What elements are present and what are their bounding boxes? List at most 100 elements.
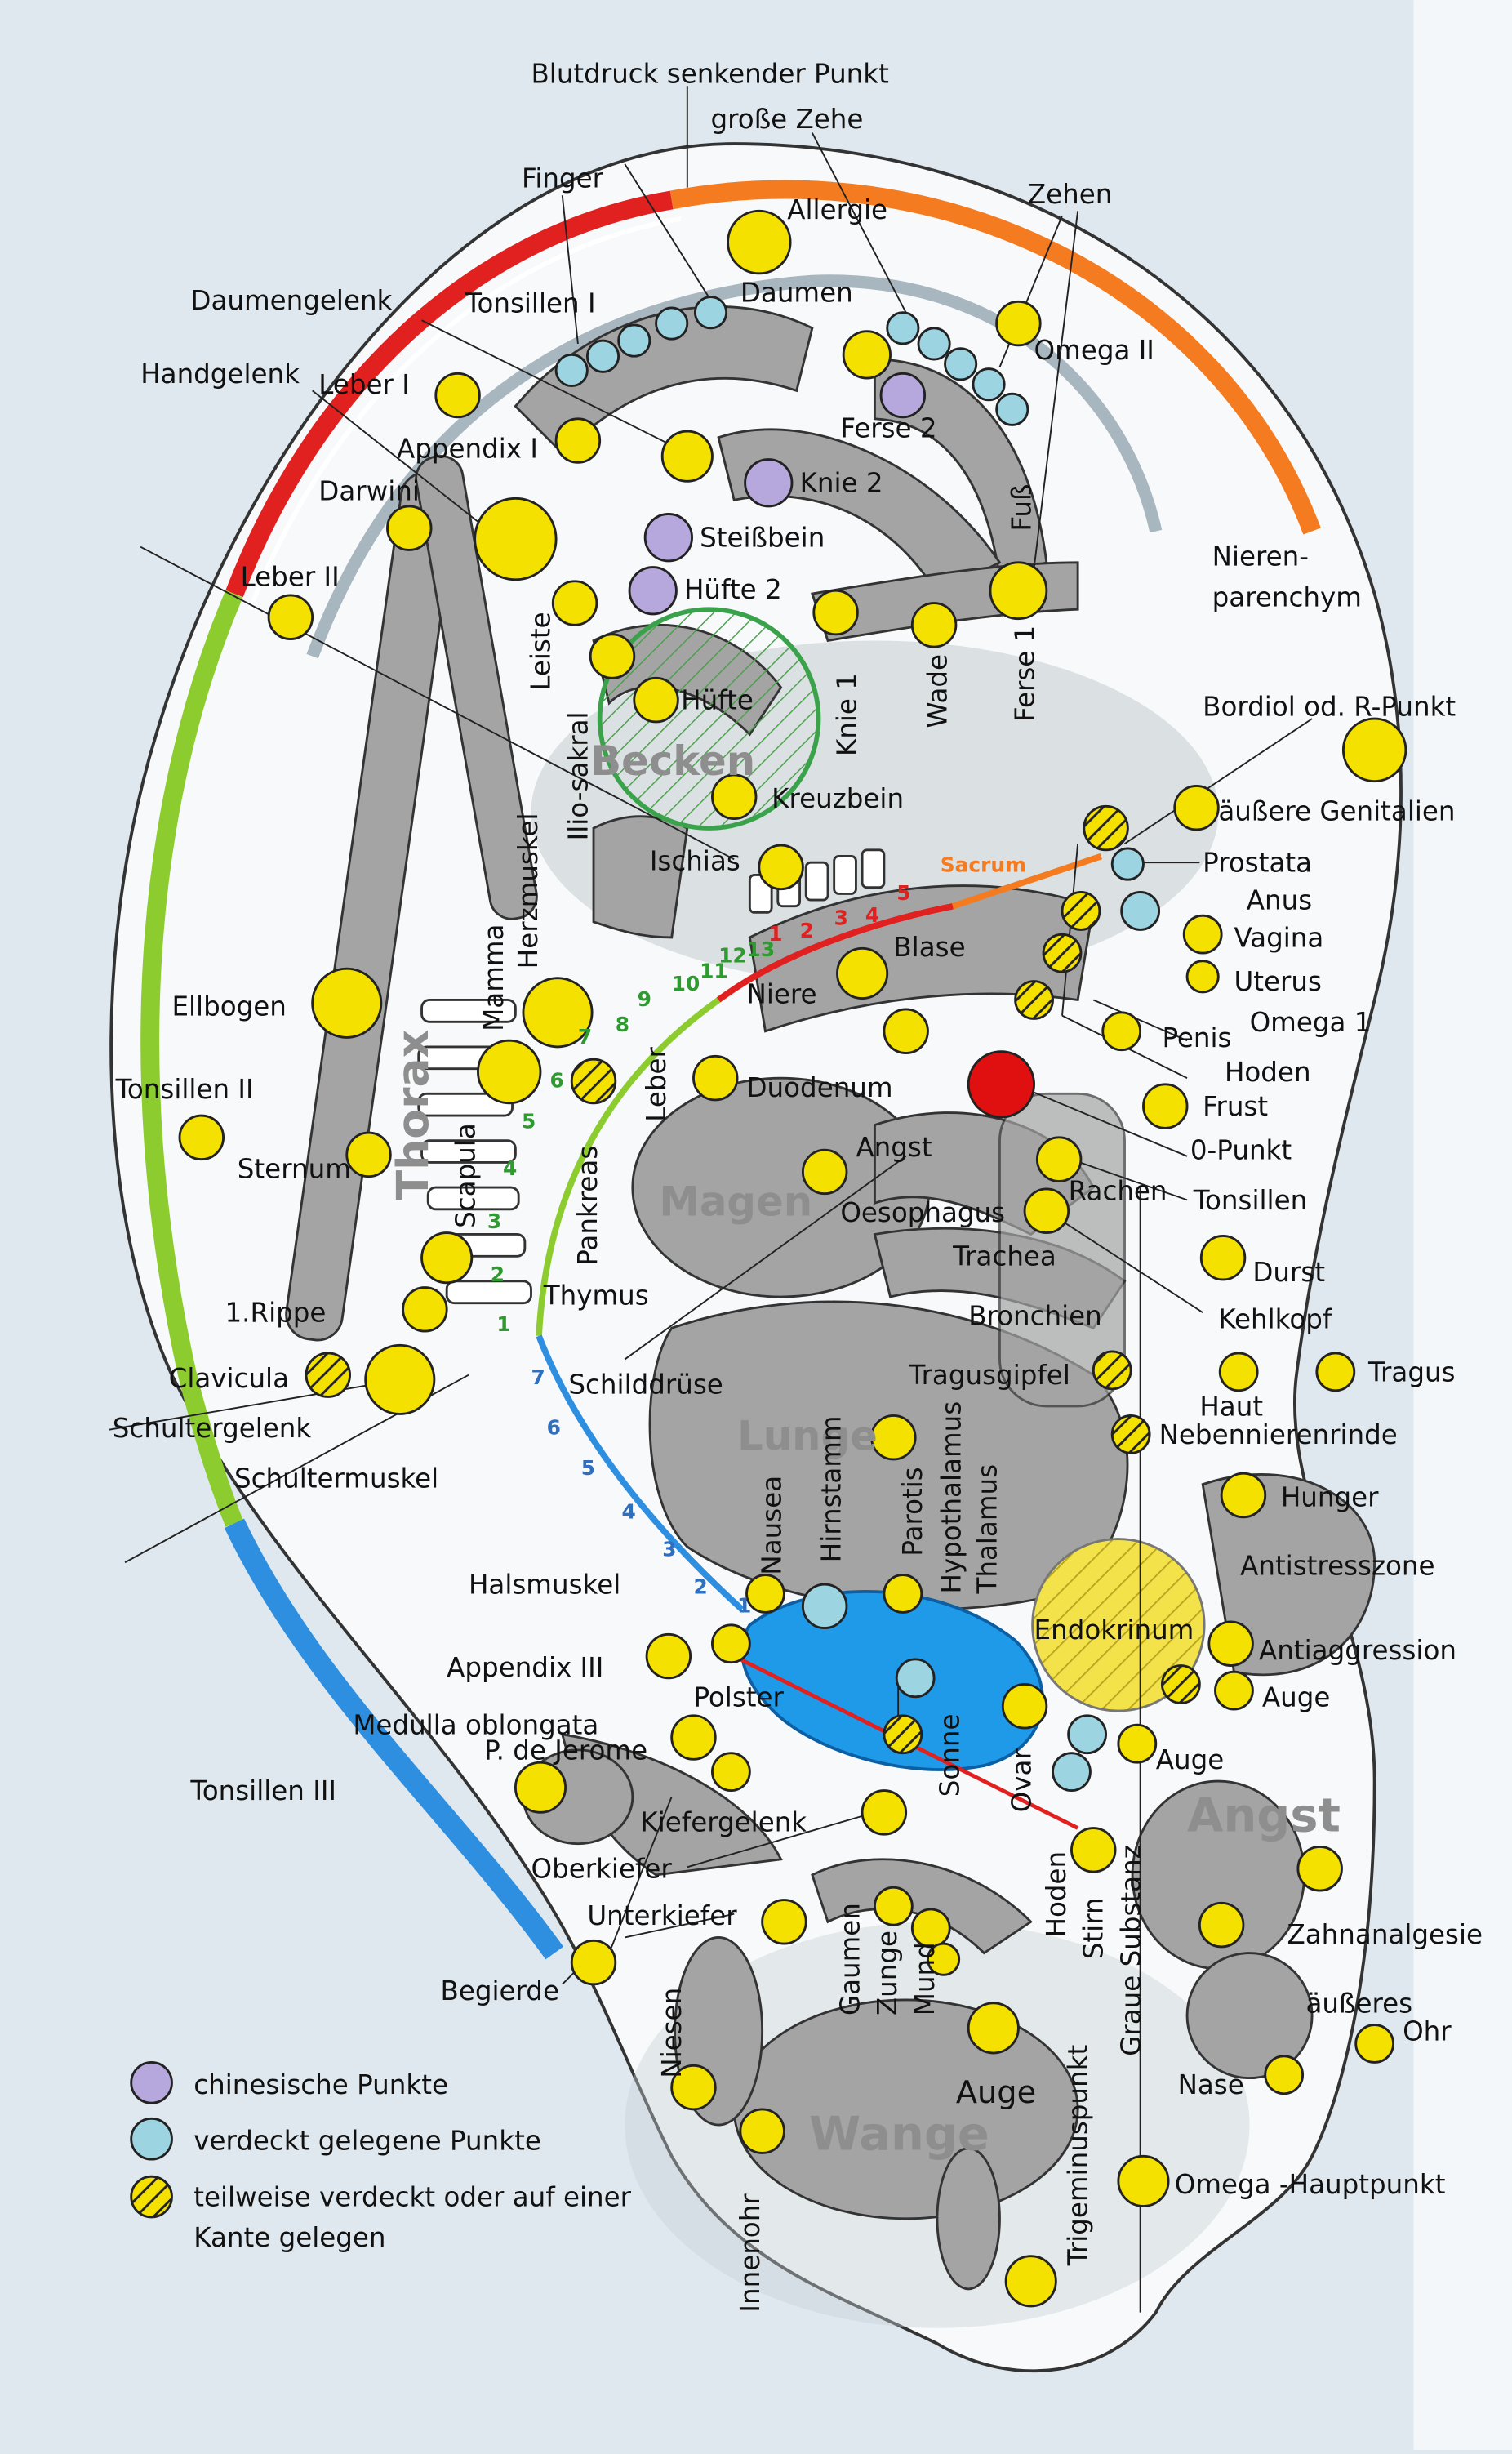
- point-huefte-b: [634, 678, 678, 722]
- label-daumengelenk: Daumengelenk: [190, 285, 392, 316]
- label-thalamus: Thalamus: [972, 1464, 1003, 1595]
- cervical-number: 1: [737, 1593, 751, 1617]
- point-lunge: [872, 1415, 916, 1459]
- point-steissbein: [645, 514, 692, 560]
- label-ellbogen: Ellbogen: [171, 991, 286, 1022]
- legend-partial-swatch: [131, 2176, 172, 2217]
- label-angst-small: Angst: [856, 1132, 932, 1163]
- label-leber-1: Leber I: [318, 369, 410, 400]
- label-bronchien: Bronchien: [968, 1300, 1102, 1331]
- point-frust: [1143, 1084, 1187, 1129]
- point-antiaggression-hatch: [1162, 1666, 1199, 1704]
- point-omega-1: [1016, 982, 1053, 1019]
- point-anus-hatch: [1062, 892, 1100, 929]
- rib-number: 6: [549, 1069, 563, 1093]
- label-omega-1: Omega 1: [1250, 1007, 1372, 1038]
- label-ferse-2: Ferse 2: [840, 413, 936, 444]
- point-finger-row-c: [656, 308, 687, 339]
- label-huefte-2: Hüfte 2: [684, 574, 782, 605]
- label-schultergelenk: Schultergelenk: [113, 1413, 312, 1444]
- point-hunger: [1221, 1473, 1265, 1517]
- label-appendix-1: Appendix I: [397, 434, 538, 465]
- point-hypo-y: [1003, 1684, 1047, 1728]
- point-daumen-row-d: [973, 369, 1004, 400]
- label-handgelenk: Handgelenk: [140, 359, 300, 390]
- label-wade: Wade: [922, 654, 953, 728]
- label-ilio-sakral: Ilio-sakral: [563, 711, 594, 840]
- point-haut: [1220, 1353, 1257, 1391]
- point-finger-row-d: [695, 297, 726, 328]
- point-tragus: [1317, 1353, 1354, 1391]
- label-fuss: Fuß: [1007, 484, 1038, 532]
- label-mund: Mund: [909, 1942, 941, 2015]
- label-kehlkopf: Kehlkopf: [1218, 1303, 1333, 1334]
- sacral-number: 5: [896, 881, 910, 905]
- label-kiefergelenk: Kiefergelenk: [640, 1806, 807, 1837]
- label-oesophagus: Oesophagus: [840, 1197, 1005, 1228]
- rib-number: 2: [491, 1263, 505, 1286]
- point-stirn: [1071, 1828, 1115, 1873]
- legend-chinese-swatch: [131, 2062, 172, 2103]
- label-schilddruese: Schilddrüse: [568, 1370, 723, 1401]
- label-tonsillen-2: Tonsillen II: [115, 1074, 254, 1105]
- label-nase: Nase: [1178, 2069, 1244, 2100]
- label-daumen: Daumen: [740, 277, 853, 308]
- cervical-number: 3: [662, 1538, 676, 1561]
- cervical-number: 4: [621, 1500, 635, 1524]
- point-leber-2: [269, 595, 313, 639]
- point-schultergelenk: [366, 1345, 434, 1414]
- label-anus: Anus: [1247, 885, 1312, 916]
- point-scapula: [422, 1233, 472, 1283]
- label-o-punkt: 0-Punkt: [1190, 1135, 1292, 1166]
- label-niere: Niere: [747, 978, 817, 1009]
- point-ferse-2: [881, 373, 925, 417]
- point-aeusseres-ohr: [1356, 2025, 1394, 2063]
- label-begierde: Begierde: [441, 1975, 559, 2006]
- legend-hidden-swatch: [131, 2118, 172, 2159]
- point-wade: [912, 603, 956, 648]
- point-duodenum: [693, 1056, 737, 1100]
- label-finger: Finger: [522, 163, 604, 194]
- label-tragus: Tragus: [1367, 1356, 1456, 1387]
- label-stirn: Stirn: [1078, 1897, 1110, 1959]
- label-knie-2: Knie 2: [800, 468, 883, 499]
- point-auge-r2: [1118, 1725, 1156, 1762]
- point-niesen-b: [740, 2109, 785, 2153]
- point-leiste: [553, 581, 597, 626]
- label-tonsillen-1: Tonsillen I: [465, 288, 595, 319]
- label-mamma: Mamma: [478, 924, 509, 1031]
- point-parotis: [884, 1575, 922, 1613]
- label-nierenparenchym-2: parenchym: [1212, 581, 1362, 612]
- point-blase: [837, 948, 887, 998]
- label-huefte: Hüfte: [681, 685, 754, 716]
- label-wange: Wange: [809, 2107, 989, 2162]
- point-herzmuskel-hatch: [571, 1059, 616, 1103]
- label-kreuzbein: Kreuzbein: [772, 783, 904, 814]
- label-zunge: Zunge: [872, 1931, 903, 2015]
- point-durst: [1201, 1236, 1245, 1280]
- label-graue-substanz: Graue Substanz: [1116, 1845, 1147, 2056]
- point-bordiol: [1343, 719, 1406, 782]
- point-appendix-1: [556, 419, 600, 463]
- point-ischias: [759, 845, 803, 889]
- legend-hidden-label: verdeckt gelegene Punkte: [193, 2126, 541, 2157]
- legend-partial-label-2: Kante gelegen: [193, 2222, 385, 2253]
- point-tonsillen-3: [515, 1762, 565, 1812]
- point-daumen-row-b: [918, 328, 949, 359]
- label-thorax: Thorax: [387, 1030, 438, 1200]
- label-duodenum: Duodenum: [747, 1072, 893, 1103]
- sacral-number: 3: [834, 906, 848, 930]
- label-leber-2: Leber II: [241, 561, 340, 592]
- point-gaumen: [874, 1887, 912, 1925]
- label-antiaggression: Antiaggression: [1259, 1635, 1456, 1666]
- point-blase-hatch: [1043, 934, 1081, 972]
- label-trigeminuspunkt: Trigeminuspunkt: [1063, 2045, 1094, 2266]
- point-huefte-2: [629, 568, 676, 614]
- label-unterkiefer: Unterkiefer: [587, 1900, 737, 1931]
- point-ovar-h2: [1053, 1753, 1091, 1791]
- sacral-number: 2: [800, 919, 814, 942]
- point-finger-row-a: [587, 341, 618, 372]
- point-appendix-3: [647, 1634, 691, 1678]
- label-aeusseres: äußeres: [1305, 1988, 1412, 2019]
